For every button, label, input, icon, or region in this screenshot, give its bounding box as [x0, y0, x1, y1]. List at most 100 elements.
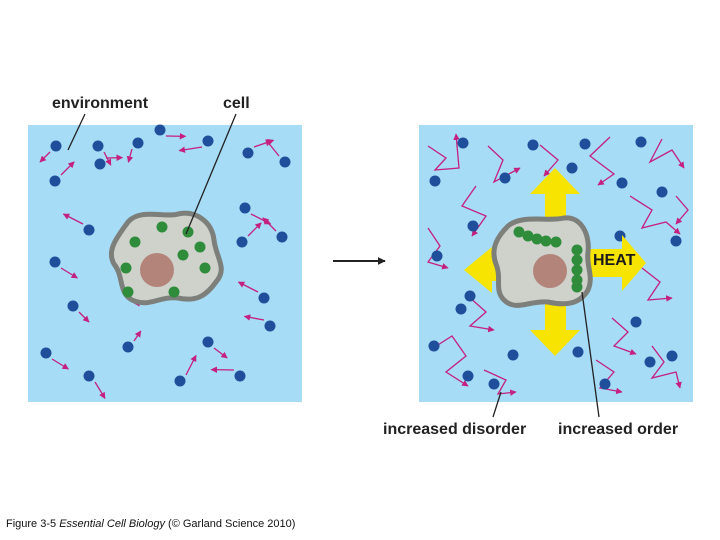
- random-path: [427, 133, 460, 171]
- molecule-outside: [467, 220, 479, 232]
- molecule-ordered: [522, 230, 534, 242]
- disorder-pointer: [492, 391, 502, 418]
- molecule-outside: [202, 135, 214, 147]
- motion-arrow: [60, 161, 75, 176]
- increased-disorder-label: increased disorder: [383, 421, 527, 438]
- molecule-outside: [599, 378, 611, 390]
- molecule-ordered: [571, 281, 583, 293]
- heat-arrows: [464, 168, 646, 356]
- molecule-outside: [527, 139, 539, 151]
- molecule-outside: [94, 158, 106, 170]
- molecule-outside: [431, 250, 443, 262]
- molecule-outside: [464, 290, 476, 302]
- molecule-outside: [566, 162, 578, 174]
- molecule-outside: [174, 375, 186, 387]
- molecule-ordered: [531, 233, 543, 245]
- molecule-outside: [488, 378, 500, 390]
- molecule-outside: [49, 256, 61, 268]
- molecule-inside: [194, 241, 206, 253]
- heat-arrow-down: [530, 302, 580, 356]
- heat-label: HEAT: [593, 252, 636, 269]
- molecule-ordered: [571, 244, 583, 256]
- molecule-outside: [83, 370, 95, 382]
- heat-arrow-right: [584, 235, 646, 291]
- cell-molecules-left: [120, 221, 211, 298]
- molecule-outside: [264, 320, 276, 332]
- molecule-outside: [455, 303, 467, 315]
- molecule-motion-arrows-left: [39, 133, 280, 399]
- motion-arrow: [185, 354, 197, 376]
- molecule-outside: [50, 140, 62, 152]
- molecule-outside: [276, 231, 288, 243]
- nucleus-right: [533, 254, 567, 288]
- motion-arrow: [262, 217, 277, 232]
- molecule-inside: [177, 249, 189, 261]
- caption-figure-number: Figure 3-5: [6, 518, 57, 530]
- molecule-inside: [122, 286, 134, 298]
- molecule-inside: [129, 236, 141, 248]
- molecule-outside: [630, 316, 642, 328]
- molecule-outside: [40, 347, 52, 359]
- random-path: [429, 335, 469, 387]
- molecule-ordered: [571, 264, 583, 276]
- motion-arrow: [78, 311, 90, 323]
- molecule-ordered: [571, 254, 583, 266]
- environment-molecules-left: [40, 124, 291, 387]
- motion-arrow: [62, 213, 84, 225]
- motion-arrow: [237, 281, 259, 293]
- molecule-ordered: [513, 226, 525, 238]
- environment-pointer: [67, 113, 86, 151]
- nucleus-left: [140, 253, 174, 287]
- random-path: [461, 185, 487, 237]
- molecule-inside: [199, 262, 211, 274]
- motion-arrow: [60, 267, 78, 279]
- molecule-outside: [122, 341, 134, 353]
- random-path: [629, 195, 681, 235]
- molecule-outside: [234, 370, 246, 382]
- random-path: [650, 345, 682, 389]
- random-path: [588, 136, 616, 186]
- motion-arrow: [247, 222, 262, 237]
- molecule-outside: [457, 137, 469, 149]
- molecule-outside: [154, 124, 166, 136]
- random-path: [483, 369, 517, 396]
- random-path: [675, 195, 689, 225]
- increased-order-label: increased order: [558, 421, 679, 438]
- motion-arrow: [133, 330, 142, 342]
- motion-arrow: [265, 139, 280, 157]
- molecule-outside: [83, 224, 95, 236]
- molecule-inside: [168, 286, 180, 298]
- molecule-inside: [120, 262, 132, 274]
- cell-pointer: [185, 113, 237, 235]
- motion-arrow: [126, 148, 134, 163]
- molecule-ordered: [540, 235, 552, 247]
- figure-caption: Figure 3-5 Essential Cell Biology (© Gar…: [6, 518, 295, 530]
- molecule-outside: [242, 147, 254, 159]
- molecule-outside: [49, 175, 61, 187]
- cell-label: cell: [223, 95, 250, 112]
- motion-arrow: [213, 347, 228, 359]
- heat-arrow-up: [530, 168, 580, 224]
- molecule-outside: [462, 370, 474, 382]
- motion-arrow: [51, 358, 69, 370]
- ordered-molecule-chain: [513, 226, 583, 293]
- molecule-outside: [429, 175, 441, 187]
- random-path: [641, 267, 673, 302]
- random-path: [648, 138, 685, 169]
- heat-arrow-left: [464, 247, 522, 293]
- molecule-outside: [279, 156, 291, 168]
- molecule-outside: [656, 186, 668, 198]
- order-pointer: [581, 291, 600, 418]
- molecule-outside: [258, 292, 270, 304]
- molecule-outside: [499, 172, 511, 184]
- random-path: [611, 317, 637, 356]
- molecule-outside: [132, 137, 144, 149]
- molecule-outside: [428, 340, 440, 352]
- molecule-outside: [507, 349, 519, 361]
- motion-arrow: [94, 381, 106, 399]
- molecule-outside: [644, 356, 656, 368]
- molecule-inside: [182, 226, 194, 238]
- molecule-outside: [635, 136, 647, 148]
- molecule-outside: [670, 235, 682, 247]
